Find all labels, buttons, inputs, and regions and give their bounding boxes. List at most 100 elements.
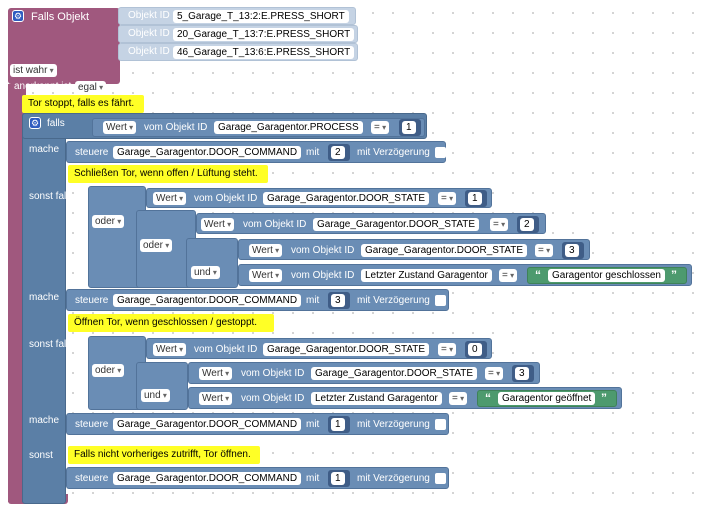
compare-block[interactable]: Wert vom Objekt ID Garage_Garagentor.DOO… [146, 188, 492, 208]
trigger-block-body [8, 84, 26, 502]
object-field[interactable]: Letzter Zustand Garagentor [311, 392, 442, 405]
condition-dropdown[interactable]: ist wahr [10, 64, 57, 77]
object-id-block-1[interactable]: Objekt ID 5_Garage_T_13:2:E.PRESS_SHORT [118, 7, 356, 25]
number-field[interactable]: 3 [331, 294, 345, 307]
object-id-block-3[interactable]: Objekt ID 46_Garage_T_13:6:E.PRESS_SHORT [118, 43, 358, 61]
mache-label: mache [29, 292, 60, 303]
logic-dropdown[interactable]: und [141, 389, 170, 402]
operator-dropdown[interactable]: = [535, 244, 554, 257]
with-label: mit [306, 419, 320, 430]
object-id-label: Objekt ID [128, 28, 170, 39]
number-field[interactable]: 1 [468, 192, 482, 205]
comment-block[interactable]: Tor stoppt, falls es fährt. [22, 95, 144, 113]
gear-icon[interactable]: ⚙ [29, 117, 41, 129]
with-label: mit [306, 147, 320, 158]
number-field[interactable]: 2 [520, 218, 534, 231]
operator-dropdown[interactable]: = [438, 343, 457, 356]
object-id-label: vom Objekt ID [243, 219, 307, 230]
compare-block[interactable]: Wert vom Objekt ID Garage_Garagentor.DOO… [196, 213, 546, 234]
trigger-title: Falls Objekt [31, 11, 90, 23]
control-block[interactable]: steuere Garage_Garagentor.DOOR_COMMAND m… [66, 413, 449, 435]
mache-label: mache [29, 144, 60, 155]
control-label: steuere [75, 473, 109, 484]
delay-checkbox[interactable] [435, 295, 446, 306]
object-id-field[interactable]: 20_Garage_T_13:7:E.PRESS_SHORT [173, 28, 355, 41]
operator-dropdown[interactable]: = [371, 121, 390, 134]
object-id-label: vom Objekt ID [144, 122, 208, 133]
operator-dropdown[interactable]: = [485, 367, 504, 380]
control-block[interactable]: steuere Garage_Garagentor.DOOR_COMMAND m… [66, 467, 449, 489]
object-field[interactable]: Letzter Zustand Garagentor [361, 269, 492, 282]
comment-block[interactable]: Öffnen Tor, wenn geschlossen / gestoppt. [68, 314, 274, 332]
object-field[interactable]: Garage_Garagentor.PROCESS [214, 121, 363, 134]
if-block[interactable] [22, 113, 66, 504]
delay-checkbox[interactable] [435, 419, 446, 430]
else-if-label: sonst falls [29, 339, 74, 350]
object-id-label: vom Objekt ID [291, 270, 355, 281]
string-field[interactable]: Garagentor geschlossen [548, 269, 665, 282]
object-id-block-2[interactable]: Objekt ID 20_Garage_T_13:7:E.PRESS_SHORT [118, 25, 358, 43]
number-field[interactable]: 0 [468, 343, 482, 356]
compare-block[interactable]: Wert vom Objekt ID Garage_Garagentor.DOO… [146, 338, 492, 359]
value-dropdown[interactable]: Wert [153, 192, 187, 205]
object-field[interactable]: Garage_Garagentor.DOOR_STATE [361, 244, 528, 257]
number-field[interactable]: 1 [331, 472, 345, 485]
object-id-field[interactable]: 46_Garage_T_13:6:E.PRESS_SHORT [173, 46, 355, 59]
object-field[interactable]: Garage_Garagentor.DOOR_STATE [263, 343, 430, 356]
object-id-label: vom Objekt ID [241, 393, 305, 404]
value-dropdown[interactable]: Wert [249, 244, 283, 257]
value-dropdown[interactable]: Wert [199, 392, 233, 405]
object-field[interactable]: Garage_Garagentor.DOOR_STATE [313, 218, 480, 231]
operator-dropdown[interactable]: = [449, 392, 468, 405]
number-field[interactable]: 1 [331, 418, 345, 431]
object-field[interactable]: Garage_Garagentor.DOOR_STATE [263, 192, 430, 205]
compare-block[interactable]: Wert vom Objekt ID Garage_Garagentor.PRO… [92, 118, 425, 137]
and-block[interactable]: und [186, 238, 238, 288]
if-label: falls [47, 118, 65, 129]
value-dropdown[interactable]: Wert [153, 343, 187, 356]
logic-dropdown[interactable]: oder [140, 239, 173, 252]
quote-close-icon: ” [601, 391, 607, 405]
object-field[interactable]: Garage_Garagentor.DOOR_STATE [311, 367, 478, 380]
value-dropdown[interactable]: Wert [103, 121, 137, 134]
logic-dropdown[interactable]: oder [92, 364, 125, 377]
delay-checkbox[interactable] [435, 473, 446, 484]
object-field[interactable]: Garage_Garagentor.DOOR_COMMAND [113, 146, 302, 159]
number-field[interactable]: 3 [515, 367, 529, 380]
comment-block[interactable]: Schließen Tor, wenn offen / Lüftung steh… [68, 165, 268, 183]
object-field[interactable]: Garage_Garagentor.DOOR_COMMAND [113, 472, 302, 485]
comment-block[interactable]: Falls nicht vorheriges zutrifft, Tor öff… [68, 446, 260, 464]
compare-block[interactable]: Wert vom Objekt ID Letzter Zustand Garag… [188, 387, 622, 409]
compare-block[interactable]: Wert vom Objekt ID Garage_Garagentor.DOO… [188, 362, 540, 384]
compare-block[interactable]: Wert vom Objekt ID Letzter Zustand Garag… [238, 264, 692, 286]
object-id-label: vom Objekt ID [241, 368, 305, 379]
string-field[interactable]: Garagentor geöffnet [498, 392, 596, 405]
control-label: steuere [75, 295, 109, 306]
object-field[interactable]: Garage_Garagentor.DOOR_COMMAND [113, 418, 302, 431]
gear-icon[interactable]: ⚙ [12, 10, 24, 22]
object-field[interactable]: Garage_Garagentor.DOOR_COMMAND [113, 294, 302, 307]
ack-dropdown[interactable]: egal [75, 81, 107, 94]
compare-block[interactable]: Wert vom Objekt ID Garage_Garagentor.DOO… [238, 239, 590, 260]
object-id-field[interactable]: 5_Garage_T_13:2:E.PRESS_SHORT [173, 10, 349, 23]
mache-label: mache [29, 415, 60, 426]
operator-dropdown[interactable]: = [438, 192, 457, 205]
object-id-label: Objekt ID [128, 10, 170, 21]
control-block[interactable]: steuere Garage_Garagentor.DOOR_COMMAND m… [66, 289, 449, 311]
control-block[interactable]: steuere Garage_Garagentor.DOOR_COMMAND m… [66, 141, 446, 163]
operator-dropdown[interactable]: = [499, 269, 518, 282]
delay-checkbox[interactable] [435, 147, 446, 158]
number-field[interactable]: 3 [565, 244, 579, 257]
logic-dropdown[interactable]: und [191, 266, 220, 279]
operator-dropdown[interactable]: = [490, 218, 509, 231]
control-label: steuere [75, 147, 109, 158]
value-dropdown[interactable]: Wert [249, 269, 283, 282]
value-dropdown[interactable]: Wert [201, 218, 235, 231]
number-field[interactable]: 1 [402, 121, 416, 134]
and-block[interactable]: und [136, 362, 188, 410]
logic-dropdown[interactable]: oder [92, 215, 125, 228]
number-field[interactable]: 2 [331, 146, 345, 159]
delay-label: mit Verzögerung [357, 295, 430, 306]
value-dropdown[interactable]: Wert [199, 367, 233, 380]
delay-label: mit Verzögerung [357, 147, 430, 158]
